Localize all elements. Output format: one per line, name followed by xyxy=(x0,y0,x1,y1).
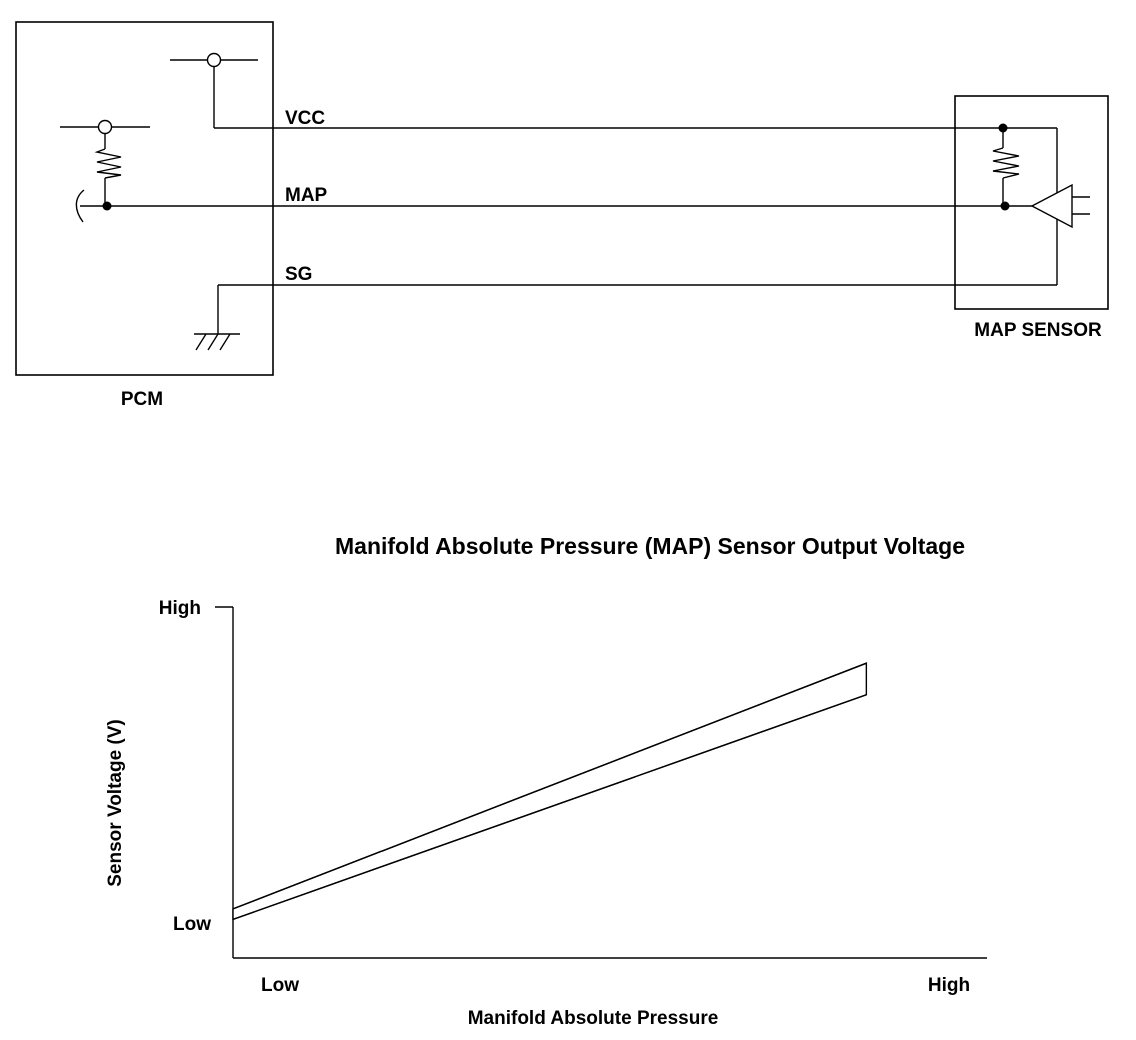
sensor-amplifier-triangle xyxy=(1030,183,1073,229)
x-tick-high: High xyxy=(928,975,970,996)
pcm-input-break-symbol xyxy=(75,189,85,223)
voltage-band xyxy=(232,662,868,921)
pcm-vcc-terminal xyxy=(170,52,258,128)
y-tick-high: High xyxy=(159,598,201,619)
x-axis-label: Manifold Absolute Pressure xyxy=(468,1008,719,1029)
map-sensor-box xyxy=(954,95,1109,310)
plot-area xyxy=(232,662,868,921)
sg-wire-label: SG xyxy=(285,264,312,285)
y-axis-label: Sensor Voltage (V) xyxy=(105,719,126,887)
sensor-internal-circuit xyxy=(992,123,1090,285)
map-sensor-label: MAP SENSOR xyxy=(974,320,1102,341)
voltage-band-lower-line xyxy=(232,694,867,921)
map-wire-label: MAP xyxy=(285,185,328,206)
pcm-ground-symbol xyxy=(194,285,240,351)
y-tick-low: Low xyxy=(173,914,211,935)
pcm-box xyxy=(15,21,274,376)
chart-title: Manifold Absolute Pressure (MAP) Sensor … xyxy=(335,533,965,559)
voltage-chart: Manifold Absolute Pressure (MAP) Sensor … xyxy=(105,533,987,1029)
sensor-resistor xyxy=(992,147,1020,179)
pcm-label: PCM xyxy=(121,389,163,410)
sensor-map-junction xyxy=(1000,201,1010,211)
x-tick-low: Low xyxy=(261,975,299,996)
vcc-wire-label: VCC xyxy=(285,108,325,129)
voltage-band-upper-line xyxy=(232,662,867,910)
pcm-pullup-resistor xyxy=(60,119,150,211)
circuit-diagram: PCM VCC xyxy=(15,21,1109,410)
